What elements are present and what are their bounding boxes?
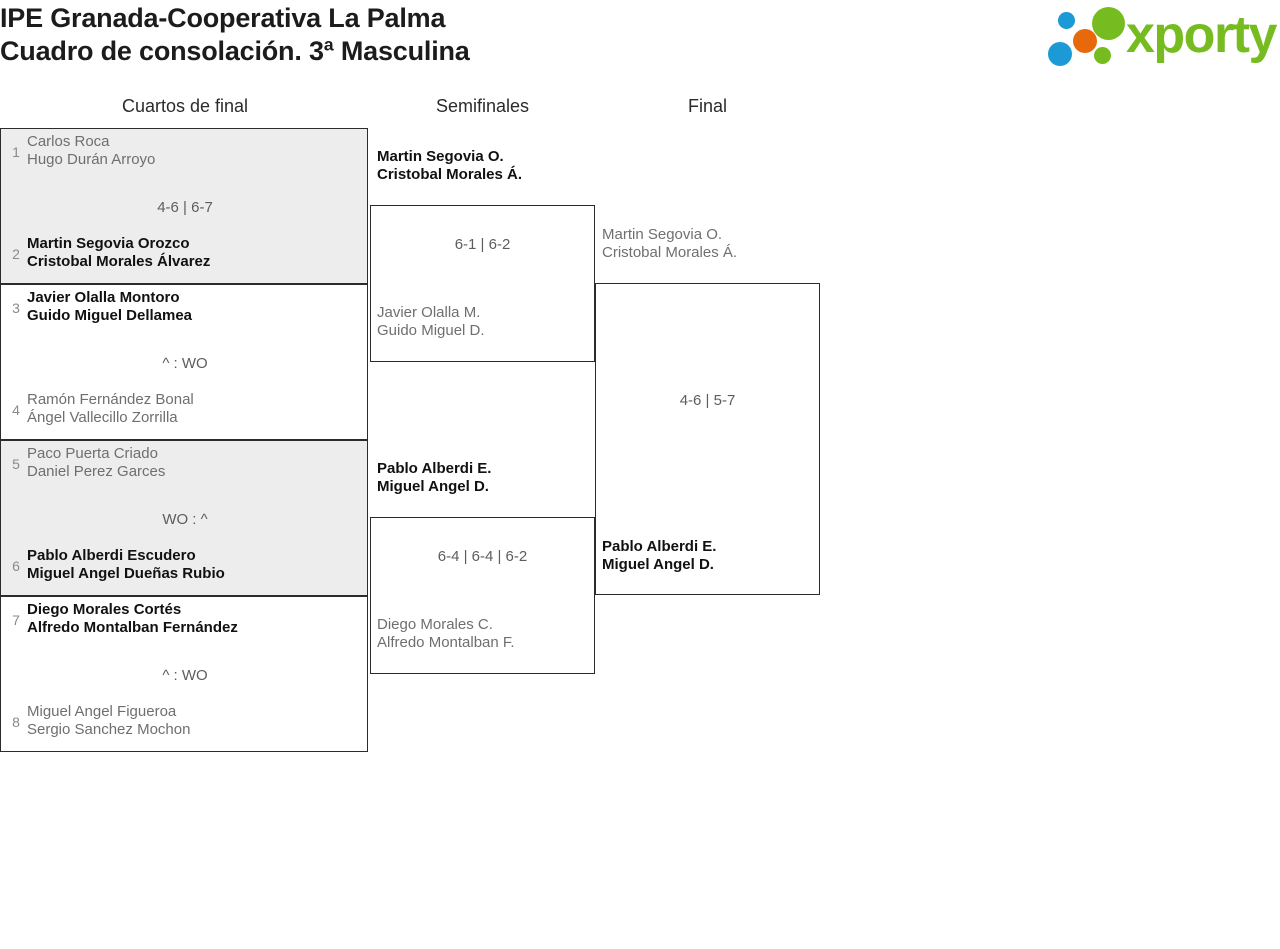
match-score: WO : ^ xyxy=(162,511,208,528)
tournament-subtitle: Cuadro de consolación. 3ª Masculina xyxy=(0,36,470,66)
logo-dot-blue-top xyxy=(1058,12,1075,29)
match-sf-1-score: 6-1 | 6-2 xyxy=(454,236,511,253)
team-name: Javier Olalla Montoro Guido Miguel Della… xyxy=(27,289,193,324)
team-name: Ramón Fernández Bonal Ángel Vallecillo Z… xyxy=(27,391,194,426)
match-qf-2-slot-top[interactable]: 3 Javier Olalla Montoro Guido Miguel Del… xyxy=(1,289,369,333)
match-sf-1[interactable] xyxy=(370,205,595,362)
page-title: IPE Granada-Cooperativa La Palma Cuadro … xyxy=(0,2,900,68)
sf-1-eliminated-team: Javier Olalla M. Guido Miguel D. xyxy=(377,304,485,339)
match-qf-2[interactable]: 3 Javier Olalla Montoro Guido Miguel Del… xyxy=(0,284,368,440)
match-final[interactable] xyxy=(595,283,820,595)
seed-number: 7 xyxy=(12,612,20,628)
match-score: ^ : WO xyxy=(162,667,208,684)
match-qf-4-slot-bottom[interactable]: 8 Miguel Angel Figueroa Sergio Sanchez M… xyxy=(1,703,369,747)
sf-1-advancing-team: Martin Segovia O. Cristobal Morales Á. xyxy=(377,148,523,183)
match-qf-4[interactable]: 7 Diego Morales Cortés Alfredo Montalban… xyxy=(0,596,368,752)
logo-dot-blue-bottom xyxy=(1048,42,1072,66)
match-score: ^ : WO xyxy=(162,355,208,372)
round-header-semifinals: Semifinales xyxy=(435,96,530,116)
seed-number: 8 xyxy=(12,714,20,730)
match-score: 4-6 | 6-7 xyxy=(157,199,213,216)
final-runner-up-team: Martin Segovia O. Cristobal Morales Á. xyxy=(602,226,738,261)
sf-2-eliminated-team: Diego Morales C. Alfredo Montalban F. xyxy=(377,616,515,651)
team-name: Paco Puerta Criado Daniel Perez Garces xyxy=(27,445,166,480)
sf-2-advancing-team: Pablo Alberdi E. Miguel Angel D. xyxy=(377,460,492,495)
logo-wordmark: xporty xyxy=(1126,6,1277,64)
team-name: Pablo Alberdi Escudero Miguel Angel Dueñ… xyxy=(27,547,225,582)
seed-number: 1 xyxy=(12,144,20,160)
final-champion-team: Pablo Alberdi E. Miguel Angel D. xyxy=(602,538,717,573)
match-sf-2[interactable] xyxy=(370,517,595,674)
logo-dot-green-large xyxy=(1092,7,1125,40)
logo-dot-green-small xyxy=(1094,47,1111,64)
match-qf-1[interactable]: 1 Carlos Roca Hugo Durán Arroyo 4-6 | 6-… xyxy=(0,128,368,284)
logo-dot-orange xyxy=(1073,29,1097,53)
round-header-quarterfinals: Cuartos de final xyxy=(121,96,249,116)
match-qf-4-slot-top[interactable]: 7 Diego Morales Cortés Alfredo Montalban… xyxy=(1,601,369,645)
match-qf-3-slot-bottom[interactable]: 6 Pablo Alberdi Escudero Miguel Angel Du… xyxy=(1,547,369,591)
match-qf-1-slot-top[interactable]: 1 Carlos Roca Hugo Durán Arroyo xyxy=(1,133,369,177)
team-name: Miguel Angel Figueroa Sergio Sanchez Moc… xyxy=(27,703,191,738)
team-name: Diego Morales Cortés Alfredo Montalban F… xyxy=(27,601,238,636)
match-qf-1-slot-bottom[interactable]: 2 Martin Segovia Orozco Cristobal Morale… xyxy=(1,235,369,279)
match-sf-2-score: 6-4 | 6-4 | 6-2 xyxy=(437,548,528,565)
match-qf-3-slot-top[interactable]: 5 Paco Puerta Criado Daniel Perez Garces xyxy=(1,445,369,489)
seed-number: 3 xyxy=(12,300,20,316)
match-final-score: 4-6 | 5-7 xyxy=(679,392,736,409)
tournament-name: IPE Granada-Cooperativa La Palma xyxy=(0,3,446,33)
seed-number: 6 xyxy=(12,558,20,574)
xporty-logo: xporty xyxy=(1048,4,1280,70)
match-qf-2-slot-bottom[interactable]: 4 Ramón Fernández Bonal Ángel Vallecillo… xyxy=(1,391,369,435)
seed-number: 2 xyxy=(12,246,20,262)
round-header-final: Final xyxy=(687,96,727,116)
match-qf-3[interactable]: 5 Paco Puerta Criado Daniel Perez Garces… xyxy=(0,440,368,596)
seed-number: 5 xyxy=(12,456,20,472)
seed-number: 4 xyxy=(12,402,20,418)
team-name: Carlos Roca Hugo Durán Arroyo xyxy=(27,133,156,168)
team-name: Martin Segovia Orozco Cristobal Morales … xyxy=(27,235,211,270)
